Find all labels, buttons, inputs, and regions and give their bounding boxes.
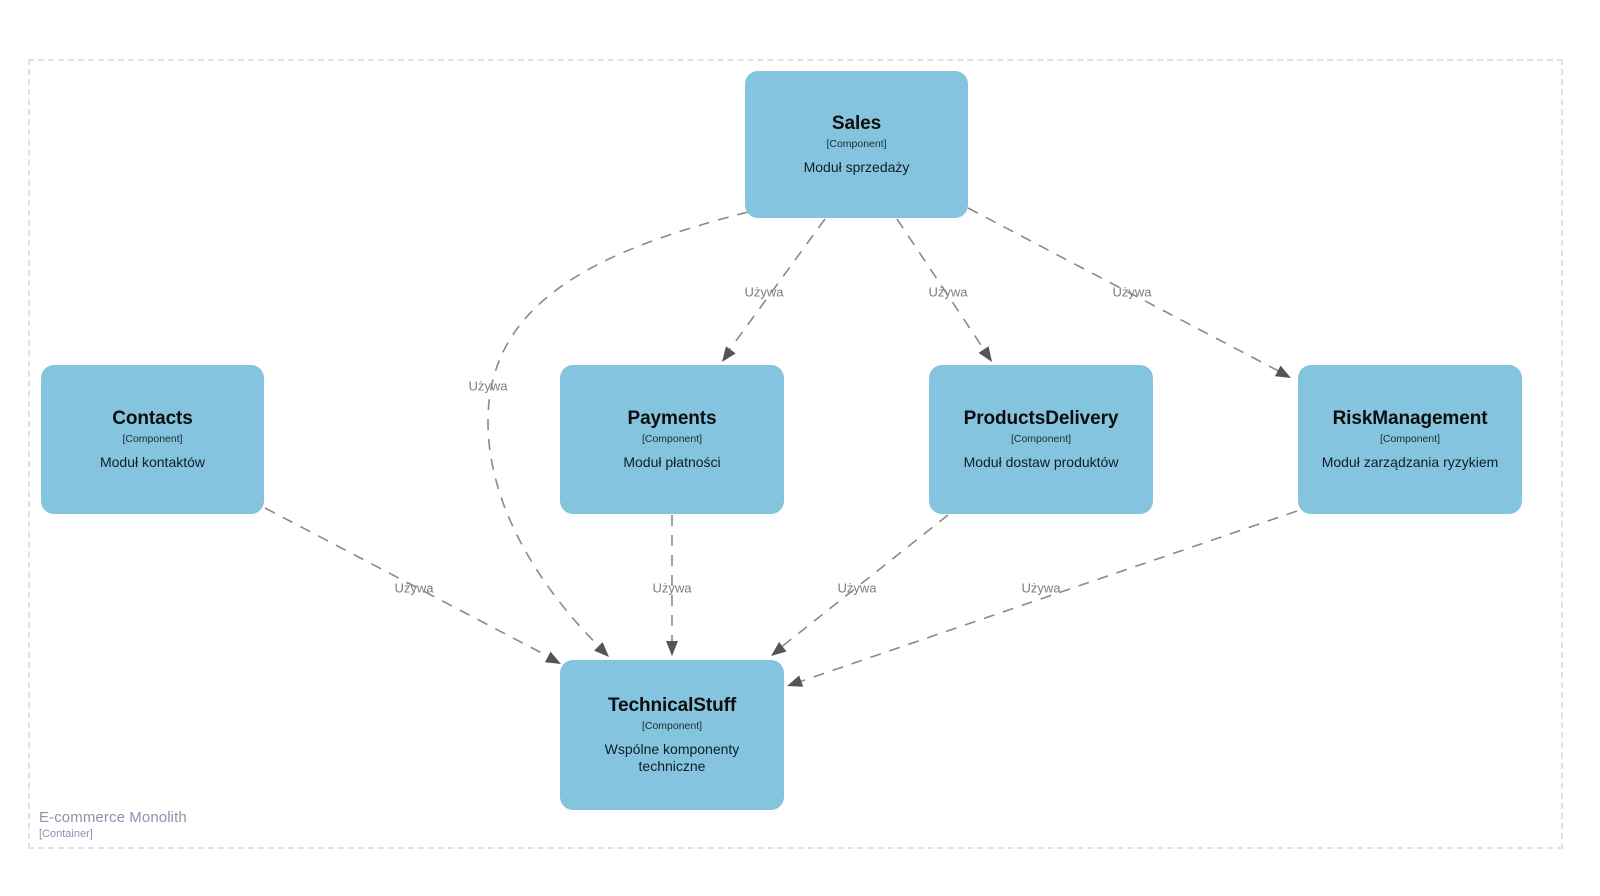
component-type-payments: [Component] bbox=[641, 432, 703, 445]
component-node-productsdelivery[interactable]: ProductsDelivery [Component] Moduł dostaw … bbox=[929, 365, 1153, 514]
component-description-sales: Moduł sprzedaży bbox=[803, 159, 910, 176]
component-description-payments: Moduł płatności bbox=[623, 454, 721, 471]
component-name-contacts: Contacts bbox=[112, 408, 193, 430]
component-node-riskmanagement[interactable]: RiskManagement [Component] Moduł zarządzan… bbox=[1298, 365, 1522, 514]
component-name-payments: Payments bbox=[627, 408, 717, 430]
edge-label-riskmanagement-technicalstuff: Używa bbox=[1021, 580, 1061, 596]
component-description-technicalstuff: Wspólne komponenty techniczne bbox=[604, 741, 740, 774]
component-node-contacts[interactable]: Contacts [Component] Moduł kontaktów bbox=[41, 365, 264, 514]
container-boundary-name: E-commerce Monolith bbox=[39, 809, 187, 826]
component-description-productsdelivery: Moduł dostaw produktów bbox=[963, 454, 1119, 471]
edge-label-productsdelivery-technicalstuff: Używa bbox=[837, 580, 877, 596]
component-node-payments[interactable]: Payments [Component] Moduł płatności bbox=[560, 365, 784, 514]
component-name-riskmanagement: RiskManagement bbox=[1332, 408, 1488, 430]
edge-label-sales-productsdelivery: Używa bbox=[928, 284, 968, 300]
component-name-productsdelivery: ProductsDelivery bbox=[963, 408, 1119, 430]
edge-label-sales-riskmanagement: Używa bbox=[1112, 284, 1152, 300]
edge-label-contacts-technicalstuff: Używa bbox=[394, 580, 434, 596]
component-description-riskmanagement: Moduł zarządzania ryzykiem bbox=[1321, 454, 1499, 471]
component-type-riskmanagement: [Component] bbox=[1379, 432, 1441, 445]
component-node-technicalstuff[interactable]: TechnicalStuff [Component] Wspólne kompone… bbox=[560, 660, 784, 810]
container-boundary-label: E-commerce Monolith [Container] bbox=[39, 809, 187, 841]
edge-label-sales-technicalstuff: Używa bbox=[468, 378, 508, 394]
edge-label-sales-payments: Używa bbox=[744, 284, 784, 300]
component-description-contacts: Moduł kontaktów bbox=[99, 454, 206, 471]
container-boundary-type: [Container] bbox=[39, 828, 93, 841]
component-type-technicalstuff: [Component] bbox=[641, 720, 703, 733]
container-boundary-ecommerce-monolith bbox=[28, 59, 1563, 849]
component-name-technicalstuff: TechnicalStuff bbox=[607, 695, 737, 717]
edge-label-payments-technicalstuff: Używa bbox=[652, 580, 692, 596]
component-type-sales: [Component] bbox=[826, 137, 887, 150]
component-name-sales: Sales bbox=[831, 113, 882, 135]
component-type-productsdelivery: [Component] bbox=[1010, 432, 1072, 445]
component-type-contacts: [Component] bbox=[122, 432, 183, 445]
component-node-sales[interactable]: Sales [Component] Moduł sprzedaży bbox=[745, 71, 968, 218]
